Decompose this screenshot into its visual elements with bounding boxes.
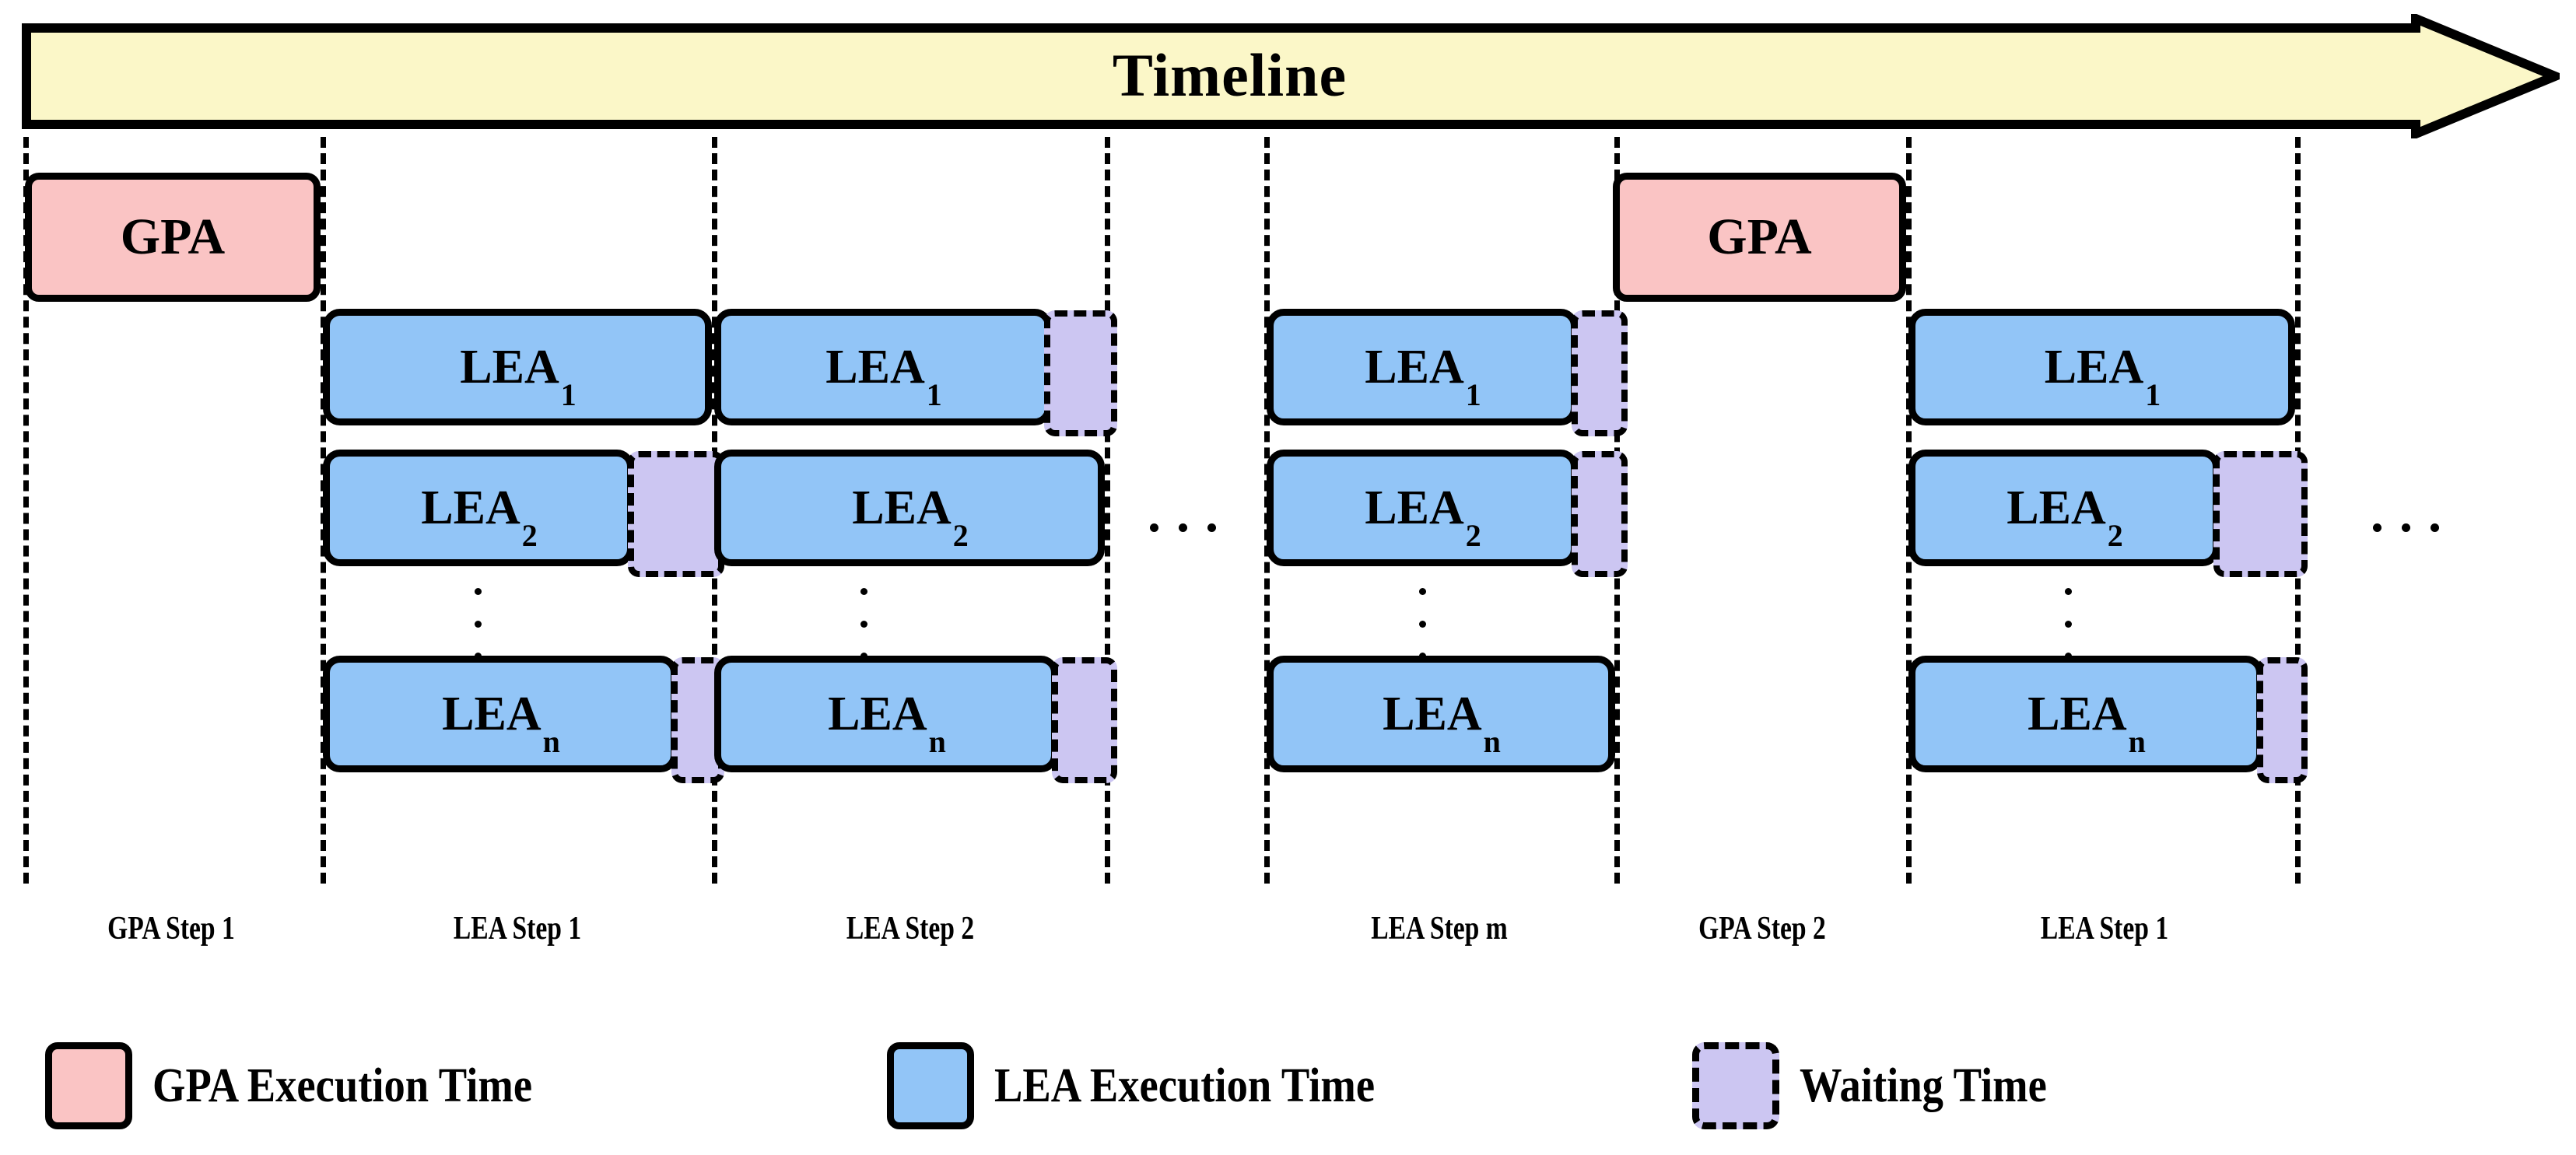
lea1-label: LEA1 bbox=[460, 340, 577, 412]
lean-box-step-2: LEAn bbox=[714, 656, 1058, 772]
step-label-lea-step-1b: LEA Step 1 bbox=[2040, 911, 2169, 947]
vertical-ellipsis-step-2 bbox=[859, 588, 868, 660]
legend: GPA Execution Time LEA Execution Time Wa… bbox=[0, 1027, 2576, 1155]
legend-swatch-lea-icon bbox=[887, 1042, 974, 1129]
lea2-box-step-2: LEA2 bbox=[714, 450, 1105, 566]
wait-box-lea2-step-1 bbox=[628, 451, 724, 577]
wait-box-lean-step-2 bbox=[1052, 657, 1117, 783]
lea2-subscript: 2 bbox=[1465, 517, 1481, 553]
timeline-arrow-shape bbox=[22, 14, 2560, 138]
wait-box-lea2-step-1-repeat bbox=[2213, 451, 2308, 577]
legend-item-gpa-execution-time: GPA Execution Time bbox=[45, 1042, 584, 1129]
lean-label: LEAn bbox=[828, 687, 946, 759]
legend-item-waiting-time: Waiting Time bbox=[1692, 1042, 2080, 1129]
lea1-label: LEA1 bbox=[1365, 340, 1481, 412]
lea1-box-step-m: LEA1 bbox=[1267, 309, 1578, 425]
timeline-title: Timeline bbox=[1112, 41, 1348, 109]
lean-label: LEAn bbox=[442, 687, 560, 759]
step-label-lea-step-2: LEA Step 2 bbox=[846, 911, 975, 947]
lea2-label: LEA2 bbox=[421, 481, 538, 553]
lea2-box-step-1: LEA2 bbox=[323, 450, 634, 566]
step-label-gpa-step-1: GPA Step 1 bbox=[107, 911, 235, 947]
wait-box-lea1-step-m bbox=[1572, 310, 1628, 436]
divider-lea-step-2-end bbox=[1105, 137, 1110, 884]
step-label-lea-step-m: LEA Step m bbox=[1371, 911, 1508, 947]
legend-item-lea-execution-time: LEA Execution Time bbox=[887, 1042, 1427, 1129]
lea1-box-step-1-repeat: LEA1 bbox=[1908, 309, 2295, 425]
lean-subscript: n bbox=[928, 723, 946, 759]
lean-box-step-1-repeat: LEAn bbox=[1908, 656, 2263, 772]
lea2-label: LEA2 bbox=[1365, 481, 1481, 553]
legend-swatch-wait-icon bbox=[1692, 1042, 1779, 1129]
lea1-label: LEA1 bbox=[2044, 340, 2161, 412]
gpa-label: GPA bbox=[120, 208, 226, 265]
legend-swatch-gpa-icon bbox=[45, 1042, 132, 1129]
vertical-ellipsis-step-1 bbox=[473, 588, 482, 660]
step-label-lea-step-1: LEA Step 1 bbox=[453, 911, 582, 947]
lean-box-step-m: LEAn bbox=[1267, 656, 1615, 772]
horizontal-ellipsis-middle bbox=[1150, 523, 1216, 532]
lean-label: LEAn bbox=[1383, 687, 1501, 759]
vertical-ellipsis-step-1-repeat bbox=[2063, 588, 2073, 660]
vertical-ellipsis-step-m bbox=[1418, 588, 1427, 660]
lea2-label: LEA2 bbox=[852, 481, 969, 553]
timeline-arrow: Timeline bbox=[22, 14, 2560, 138]
lean-subscript: n bbox=[1483, 723, 1501, 759]
gpa-box-step-1: GPA bbox=[25, 173, 321, 302]
lea1-label: LEA1 bbox=[825, 340, 942, 412]
lea1-subscript: 1 bbox=[2145, 376, 2161, 412]
lea2-subscript: 2 bbox=[952, 517, 969, 553]
legend-label-gpa: GPA Execution Time bbox=[152, 1059, 533, 1112]
lea2-box-step-1-repeat: LEA2 bbox=[1908, 450, 2220, 566]
lea2-subscript: 2 bbox=[2107, 517, 2123, 553]
gpa-label: GPA bbox=[1707, 208, 1812, 265]
legend-label-wait: Waiting Time bbox=[1800, 1059, 2047, 1112]
wait-box-lea1-step-2 bbox=[1044, 310, 1117, 436]
step-label-gpa-step-2: GPA Step 2 bbox=[1698, 911, 1826, 947]
lea1-box-step-2: LEA1 bbox=[714, 309, 1052, 425]
lea1-subscript: 1 bbox=[560, 376, 577, 412]
lean-subscript: n bbox=[2128, 723, 2146, 759]
lea2-label: LEA2 bbox=[2006, 481, 2123, 553]
lean-label: LEAn bbox=[2028, 687, 2146, 759]
lean-subscript: n bbox=[542, 723, 560, 759]
lea2-subscript: 2 bbox=[521, 517, 538, 553]
lea2-box-step-m: LEA2 bbox=[1267, 450, 1578, 566]
lea1-box-step-1: LEA1 bbox=[323, 309, 712, 425]
lean-box-step-1: LEAn bbox=[323, 656, 678, 772]
wait-box-lean-step-1-repeat bbox=[2257, 657, 2308, 783]
gpa-box-step-2: GPA bbox=[1613, 173, 1906, 302]
lea1-subscript: 1 bbox=[1465, 376, 1481, 412]
lea1-subscript: 1 bbox=[926, 376, 942, 412]
horizontal-ellipsis-right bbox=[2373, 523, 2439, 532]
divider-gpa-step-1-start bbox=[23, 137, 29, 884]
legend-label-lea: LEA Execution Time bbox=[994, 1059, 1376, 1112]
wait-box-lea2-step-m bbox=[1572, 451, 1628, 577]
